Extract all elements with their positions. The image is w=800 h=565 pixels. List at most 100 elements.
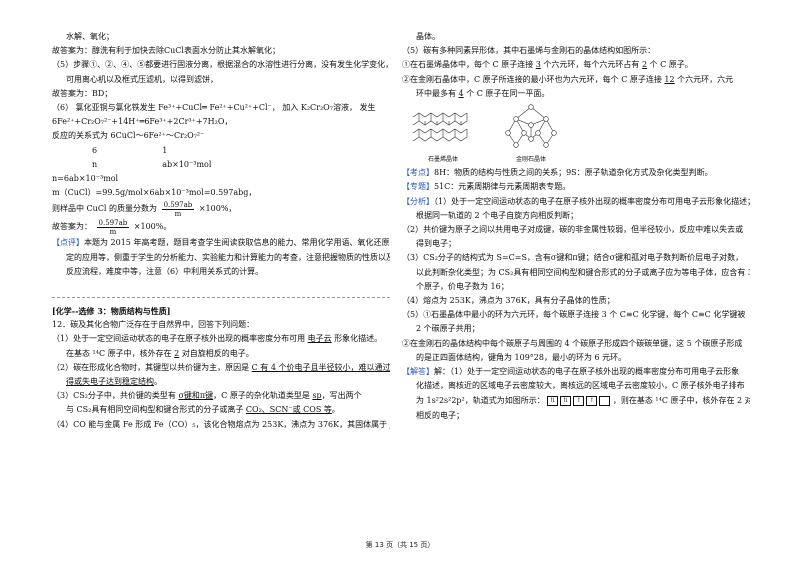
text-line: 个原子，价电子数为 16； bbox=[416, 281, 509, 291]
text-span: （1）处于一定空间运动状态的电子在原子核外出现的概率密度分布可用电子云形象化描述… bbox=[434, 196, 750, 206]
text-line: （5）①石墨晶体中最小的环为六元环，每个碳原子连接 3 个 C≡C 化学键，每个… bbox=[402, 310, 746, 320]
text-span: ②在金刚石晶体中，C 原子所连接的最小环也为六元环，每个 C 原子连接 bbox=[402, 74, 662, 84]
text-span: 在基态 ¹⁴C 原子中，核外存在 bbox=[66, 348, 172, 358]
text-line: （5）碳有多种同素异形体，其中石墨烯与金刚石的晶体结构如图所示： bbox=[402, 46, 656, 56]
text-span: ，C 原子的杂化轨道类型是 bbox=[213, 391, 310, 401]
text-span: 本题为 2015 年高考题，题目考查学生阅读获取信息的能力、常用化学用语、氧化还… bbox=[84, 238, 390, 248]
question-line: 得或失电子达到稳定结构。 bbox=[52, 375, 390, 389]
text-line: 晶体。 bbox=[416, 32, 440, 41]
text-line: 2 个碳原子共用； bbox=[416, 324, 480, 334]
text-line: 相反的电子； bbox=[416, 411, 464, 421]
answer-blank: 得或失电子达到稳定结构 bbox=[66, 377, 154, 387]
answer-line: 故答案为： 0.597ab m ×100%。 bbox=[52, 218, 390, 236]
relation-value: 1 bbox=[162, 145, 168, 155]
text-span: 51C：元素周期律与元素周期表专题。 bbox=[434, 182, 571, 192]
answer-blank: CO₂、SCN⁻或 COS 等 bbox=[245, 405, 332, 415]
question-line: （2）碳在形成化合物时，其键型以共价键为主，原因是 C 有 4 个价电子且半径较… bbox=[52, 361, 390, 375]
relation-value: 6 bbox=[92, 145, 98, 155]
question-stem: 12．碳及其化合物广泛存在于自然界中，回答下列问题： bbox=[52, 320, 255, 330]
section-heading: [化学--选修 3：物质结构与性质] bbox=[52, 306, 171, 317]
relation-row: n ab×10⁻³mol bbox=[52, 158, 390, 172]
fraction-denominator: m bbox=[174, 209, 182, 218]
orbital-box-1s: ⇅ bbox=[547, 396, 559, 407]
zhuanti-tag: 【专题】 bbox=[402, 182, 434, 192]
text-span: 个 C 原子。 bbox=[649, 60, 693, 70]
text-line: 6Fe²⁺+Cr₂O₇²⁻+14H⁺═6Fe³⁺+2Cr³⁺+7H₂O， bbox=[52, 117, 233, 127]
analysis-line: 【分析】（1）处于一定空间运动状态的电子在原子核外出现的概率密度分布可用电子云形… bbox=[402, 195, 750, 209]
relation-value: ab×10⁻³mol bbox=[162, 159, 212, 169]
diamond-figure: 金刚石晶体 bbox=[496, 103, 566, 164]
question-line: （3）CS₂分子中，共价键的类型有 σ键和π键，C 原子的杂化轨道类型是 sp，… bbox=[52, 389, 390, 403]
text-span: （4）CO 能与金属 Fe 形成 Fe（CO）₅，该化合物熔点为 253K，沸点… bbox=[52, 419, 388, 429]
text-span: 与 CS₂具有相同空间构型和键合形式的分子或离子 bbox=[66, 405, 244, 415]
diamond-lattice-image bbox=[505, 104, 557, 148]
topic-line: 【专题】51C：元素周期律与元素周期表专题。 bbox=[402, 180, 750, 194]
fraction-denominator: m bbox=[109, 227, 117, 236]
text-span: 对自旋相反的电子。 bbox=[181, 348, 254, 358]
text-span: （3）CS₂分子中，共价键的类型有 bbox=[52, 391, 176, 401]
text-line: （4）熔点为 253K，沸点为 376K，具有分子晶体的性质； bbox=[402, 296, 615, 306]
knowledge-point-line: 【考点】8H：物质的结构与性质之间的关系；9S：原子轨道杂化方式及杂化类型判断。 bbox=[402, 166, 750, 180]
text-span: （1）处于一定空间运动状态的电子在原子核外出现的概率密度分布可用 bbox=[52, 334, 306, 344]
text-span: ×100%。 bbox=[133, 222, 172, 232]
text-line: 化描述，离核近的区域电子云密度较大，离核远的区域电子云密度较小，C 原子核外电子… bbox=[416, 381, 745, 391]
text-line: （6） 氯化亚铜与氯化铁发生 Fe³⁺+CuCl═ Fe²⁺+Cu²⁺+Cl⁻，… bbox=[52, 103, 376, 113]
question-line: ①在石墨烯晶体中，每个 C 原子连接 3 个六元环，每个六元环占有 2 个 C … bbox=[402, 58, 750, 72]
question-line: 在基态 ¹⁴C 原子中，核外存在 2 对自旋相反的电子。 bbox=[52, 347, 390, 361]
text-line: 反应的关系式为 6CuCl～6Fe²⁺～Cr₂O₇²⁻ bbox=[52, 131, 205, 141]
question-line: 与 CS₂具有相同空间构型和键合形式的分子或离子 CO₂、SCN⁻或 COS 等… bbox=[52, 403, 390, 417]
text-span: 。 bbox=[154, 377, 162, 387]
crystal-figures: 石墨烯晶体 金刚石晶体 bbox=[408, 103, 750, 164]
text-span: 。 bbox=[331, 405, 340, 415]
text-span: 故答案为： bbox=[52, 222, 92, 232]
orbital-box-2p: ↑ bbox=[573, 396, 585, 407]
answer-blank: 电子云 bbox=[307, 334, 332, 344]
text-span: ①在石墨烯晶体中，每个 C 原子连接 bbox=[402, 60, 534, 70]
divider bbox=[52, 279, 390, 299]
text-line: 故答案为：BD； bbox=[52, 88, 113, 98]
review-tag: 【点评】 bbox=[52, 238, 84, 248]
answer-blank: C 有 4 个价电子且半径较小，难以通过 bbox=[251, 362, 390, 372]
relation-value: n bbox=[92, 159, 98, 169]
answer-blank: 2 bbox=[174, 348, 180, 358]
answer-blank: 12 bbox=[664, 74, 675, 84]
question-line: （1）处于一定空间运动状态的电子在原子核外出现的概率密度分布可用 电子云 形象化… bbox=[52, 332, 390, 346]
answer-blank: σ键和π键 bbox=[178, 391, 214, 401]
page-footer: 第 13 页（共 15 页） bbox=[365, 541, 435, 549]
text-span: 个六元环，六元 bbox=[677, 74, 734, 84]
text-line: 水解、氧化； bbox=[66, 32, 114, 41]
orbital-box-2s: ⇅ bbox=[560, 396, 572, 407]
text-line: （3）CS₂分子的结构式为 S=C=S，含有σ键和π键；结合σ键和孤对电子数判断… bbox=[402, 253, 744, 263]
text-line: 定的应用等，侧重于学生的分析能力、实验能力和计算能力的考查，注意把握物质的性质以… bbox=[66, 252, 390, 262]
text-span: 个 C 原子在同一平面。 bbox=[466, 88, 550, 98]
answer-blank: 4 bbox=[458, 88, 464, 98]
answer-blank: 3 bbox=[535, 60, 541, 70]
text-span: 则样品中 CuCl 的质量分数为 bbox=[52, 204, 158, 214]
fraction-numerator: 0.597ab bbox=[96, 218, 130, 228]
text-span: ，写出两个 bbox=[321, 391, 362, 401]
left-column: 水解、氧化； 故答案为：醇洗有利于加快去除CuCl表面水分防止其水解氧化； （5… bbox=[52, 0, 390, 432]
text-span: 形象化描述。 bbox=[334, 334, 383, 344]
text-span: ×100%， bbox=[198, 204, 237, 214]
answer-blank: 2 bbox=[641, 60, 648, 70]
text-line: 得到电子； bbox=[416, 239, 456, 249]
fraction-numerator: 0.597ab bbox=[161, 200, 195, 210]
text-line: 根据同一轨道的 2 个电子自旋方向相反判断； bbox=[416, 210, 579, 220]
right-column: 晶体。 （5）碳有多种同素异形体，其中石墨烯与金刚石的晶体结构如图所示： ①在石… bbox=[402, 0, 750, 424]
text-span: ，则在基态 ¹⁴C 原子中，核外存在 2 对自旋 bbox=[612, 396, 750, 406]
text-span: 8H：物质的结构与性质之间的关系；9S：原子轨道杂化方式及杂化类型判断。 bbox=[434, 168, 713, 178]
text-span: 个六元环，每个六元环占有 bbox=[543, 60, 640, 70]
text-line: 故答案为：醇洗有利于加快去除CuCl表面水分防止其水解氧化； bbox=[52, 46, 280, 56]
orbital-diagram: ⇅ ⇅ ↑ ↑ bbox=[547, 396, 611, 407]
text-line: 反应流程，难度中等，注意（6）中利用关系式的计算。 bbox=[66, 266, 264, 276]
solution-tag: 【解答】 bbox=[402, 367, 434, 377]
figure-caption: 金刚石晶体 bbox=[515, 156, 546, 164]
text-line: （2）共价键为原子之间以共用电子对成键，碳的非金属性较弱，但半径较小，反应中难以… bbox=[402, 225, 744, 235]
text-line: ②在金刚石的晶体结构中每个碳原子与周围的 4 个碳原子形成四个碳碳单键，这 5 … bbox=[402, 338, 743, 348]
text-span: 为 1s²2s²2p²，轨道式为如图所示： bbox=[416, 396, 545, 406]
text-span: （2）碳在形成化合物时，其键型以共价键为主，原因是 bbox=[52, 362, 250, 372]
graphene-figure: 石墨烯晶体 bbox=[408, 103, 478, 164]
question-line: ②在金刚石晶体中，C 原子所连接的最小环也为六元环，每个 C 原子连接 12 个… bbox=[402, 73, 750, 87]
review-line: 【点评】本题为 2015 年高考题，题目考查学生阅读获取信息的能力、常用化学用语… bbox=[52, 236, 390, 250]
text-line: n=6ab×10⁻³mol bbox=[52, 174, 119, 184]
